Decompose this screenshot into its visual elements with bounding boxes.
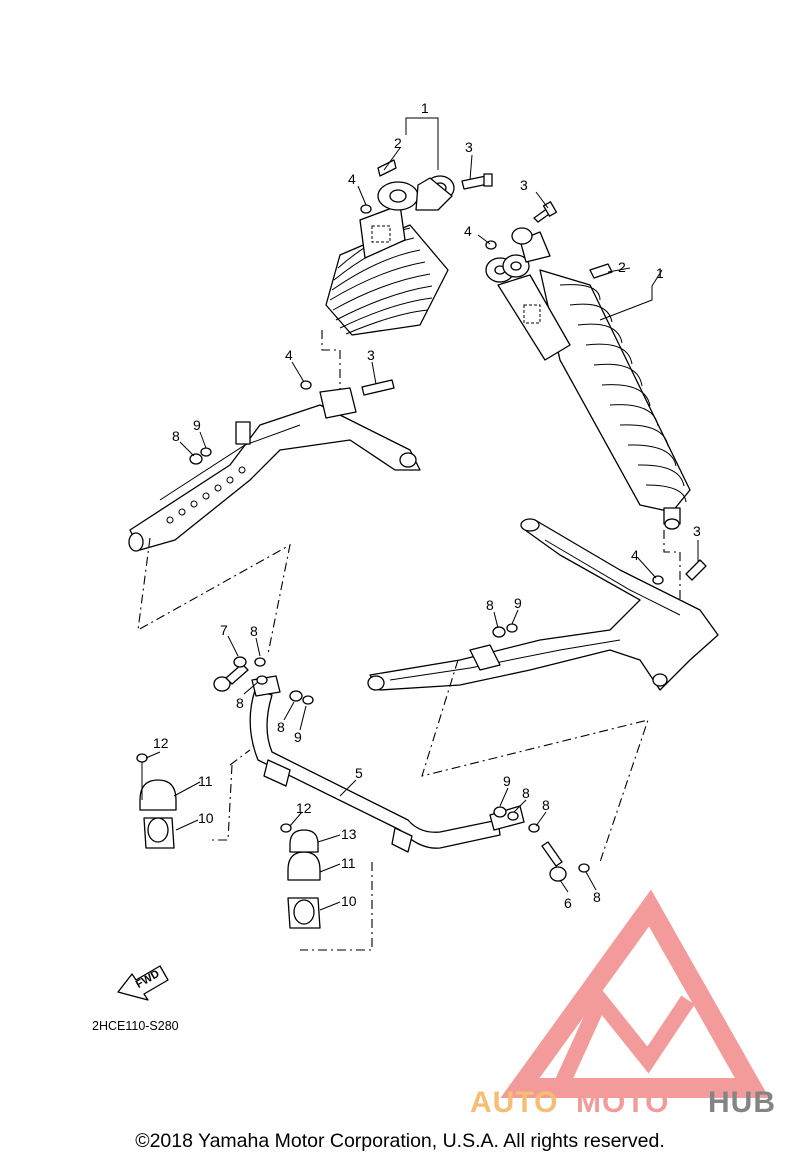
- callout-3-left-lower-bolt: 3: [367, 347, 375, 363]
- callout-12-right-bolt: 12: [296, 800, 312, 816]
- right-swing-arm: [367, 518, 719, 691]
- callout-7-left-link: 7: [220, 622, 228, 638]
- callout-1-right-shock: 1: [656, 265, 664, 281]
- left-swing-arm: [128, 379, 421, 552]
- callout-10-right-bushing: 10: [341, 893, 357, 909]
- watermark-hub-text: HUB: [708, 1086, 776, 1119]
- stabilizer-bar: [249, 675, 525, 853]
- callout-3-right-lower-bolt: 3: [693, 523, 701, 539]
- assembly-reference-lines: [137, 537, 649, 951]
- callout-4-left-top-nut: 4: [348, 171, 356, 187]
- callout-11-right-holder: 11: [341, 855, 356, 871]
- callout-8-right-link-washer-top: 8: [542, 797, 550, 813]
- stabilizer-link-right: [493, 806, 590, 882]
- callout-8-right-bar-washer: 8: [522, 785, 530, 801]
- diagram-code: 2HCE110-S280: [92, 1019, 179, 1033]
- callout-5-stabilizer-bar: 5: [355, 765, 363, 781]
- automotohub-watermark-logo: AUTO MOTO HUB: [470, 889, 776, 1119]
- callout-9-left-bar-nut: 9: [294, 729, 302, 745]
- copyright-notice: ©2018 Yamaha Motor Corporation, U.S.A. A…: [135, 1130, 665, 1152]
- callout-8-right-link-washer-bottom: 8: [593, 889, 601, 905]
- stabilizer-link-left: [213, 656, 314, 705]
- callout-9-left-arm-nut: 9: [193, 417, 201, 433]
- callout-8-right-arm-washer: 8: [486, 597, 494, 613]
- callout-11-left-holder: 11: [198, 773, 213, 789]
- callout-3-right-top-bolt: 3: [520, 177, 528, 193]
- bushing-holder-left: [136, 753, 177, 849]
- callout-8-left-arm-washer: 8: [172, 428, 180, 444]
- bushing-holder-right: [280, 823, 321, 929]
- callout-4-left-lower-nut: 4: [285, 347, 293, 363]
- callout-2-right-label: 2: [618, 259, 626, 275]
- callout-leader-lines: [145, 117, 699, 911]
- callout-9-right-arm-nut: 9: [514, 595, 522, 611]
- left-shock-absorber: [321, 159, 493, 396]
- watermark-auto-text: AUTO: [470, 1086, 558, 1119]
- callout-12-left-bolt: 12: [153, 735, 169, 751]
- callout-2-left-label: 2: [394, 135, 402, 151]
- forward-direction-arrow: FWD: [117, 965, 169, 1001]
- callout-4-right-lower-nut: 4: [631, 547, 639, 563]
- watermark-moto-text: MOTO: [576, 1086, 669, 1119]
- callout-4-right-top-nut: 4: [464, 223, 472, 239]
- callout-1-left-shock: 1: [421, 100, 429, 116]
- callout-9-right-bar-nut: 9: [503, 773, 511, 789]
- callout-13-plate: 13: [341, 826, 357, 842]
- callout-8-left-link-washer-top: 8: [250, 623, 258, 639]
- callout-6-right-link: 6: [564, 895, 572, 911]
- callout-3-left-top-bolt: 3: [465, 139, 473, 155]
- callout-numbers: 1 2 3 4 3 4 1 2 3 4 3 4 8 9 8 9 7 8 8 8 …: [153, 100, 701, 911]
- callout-10-left-bushing: 10: [198, 810, 214, 826]
- right-shock-absorber: [485, 201, 691, 600]
- callout-8-left-link-washer-bottom: 8: [236, 695, 244, 711]
- callout-8-left-bar-washer: 8: [277, 719, 285, 735]
